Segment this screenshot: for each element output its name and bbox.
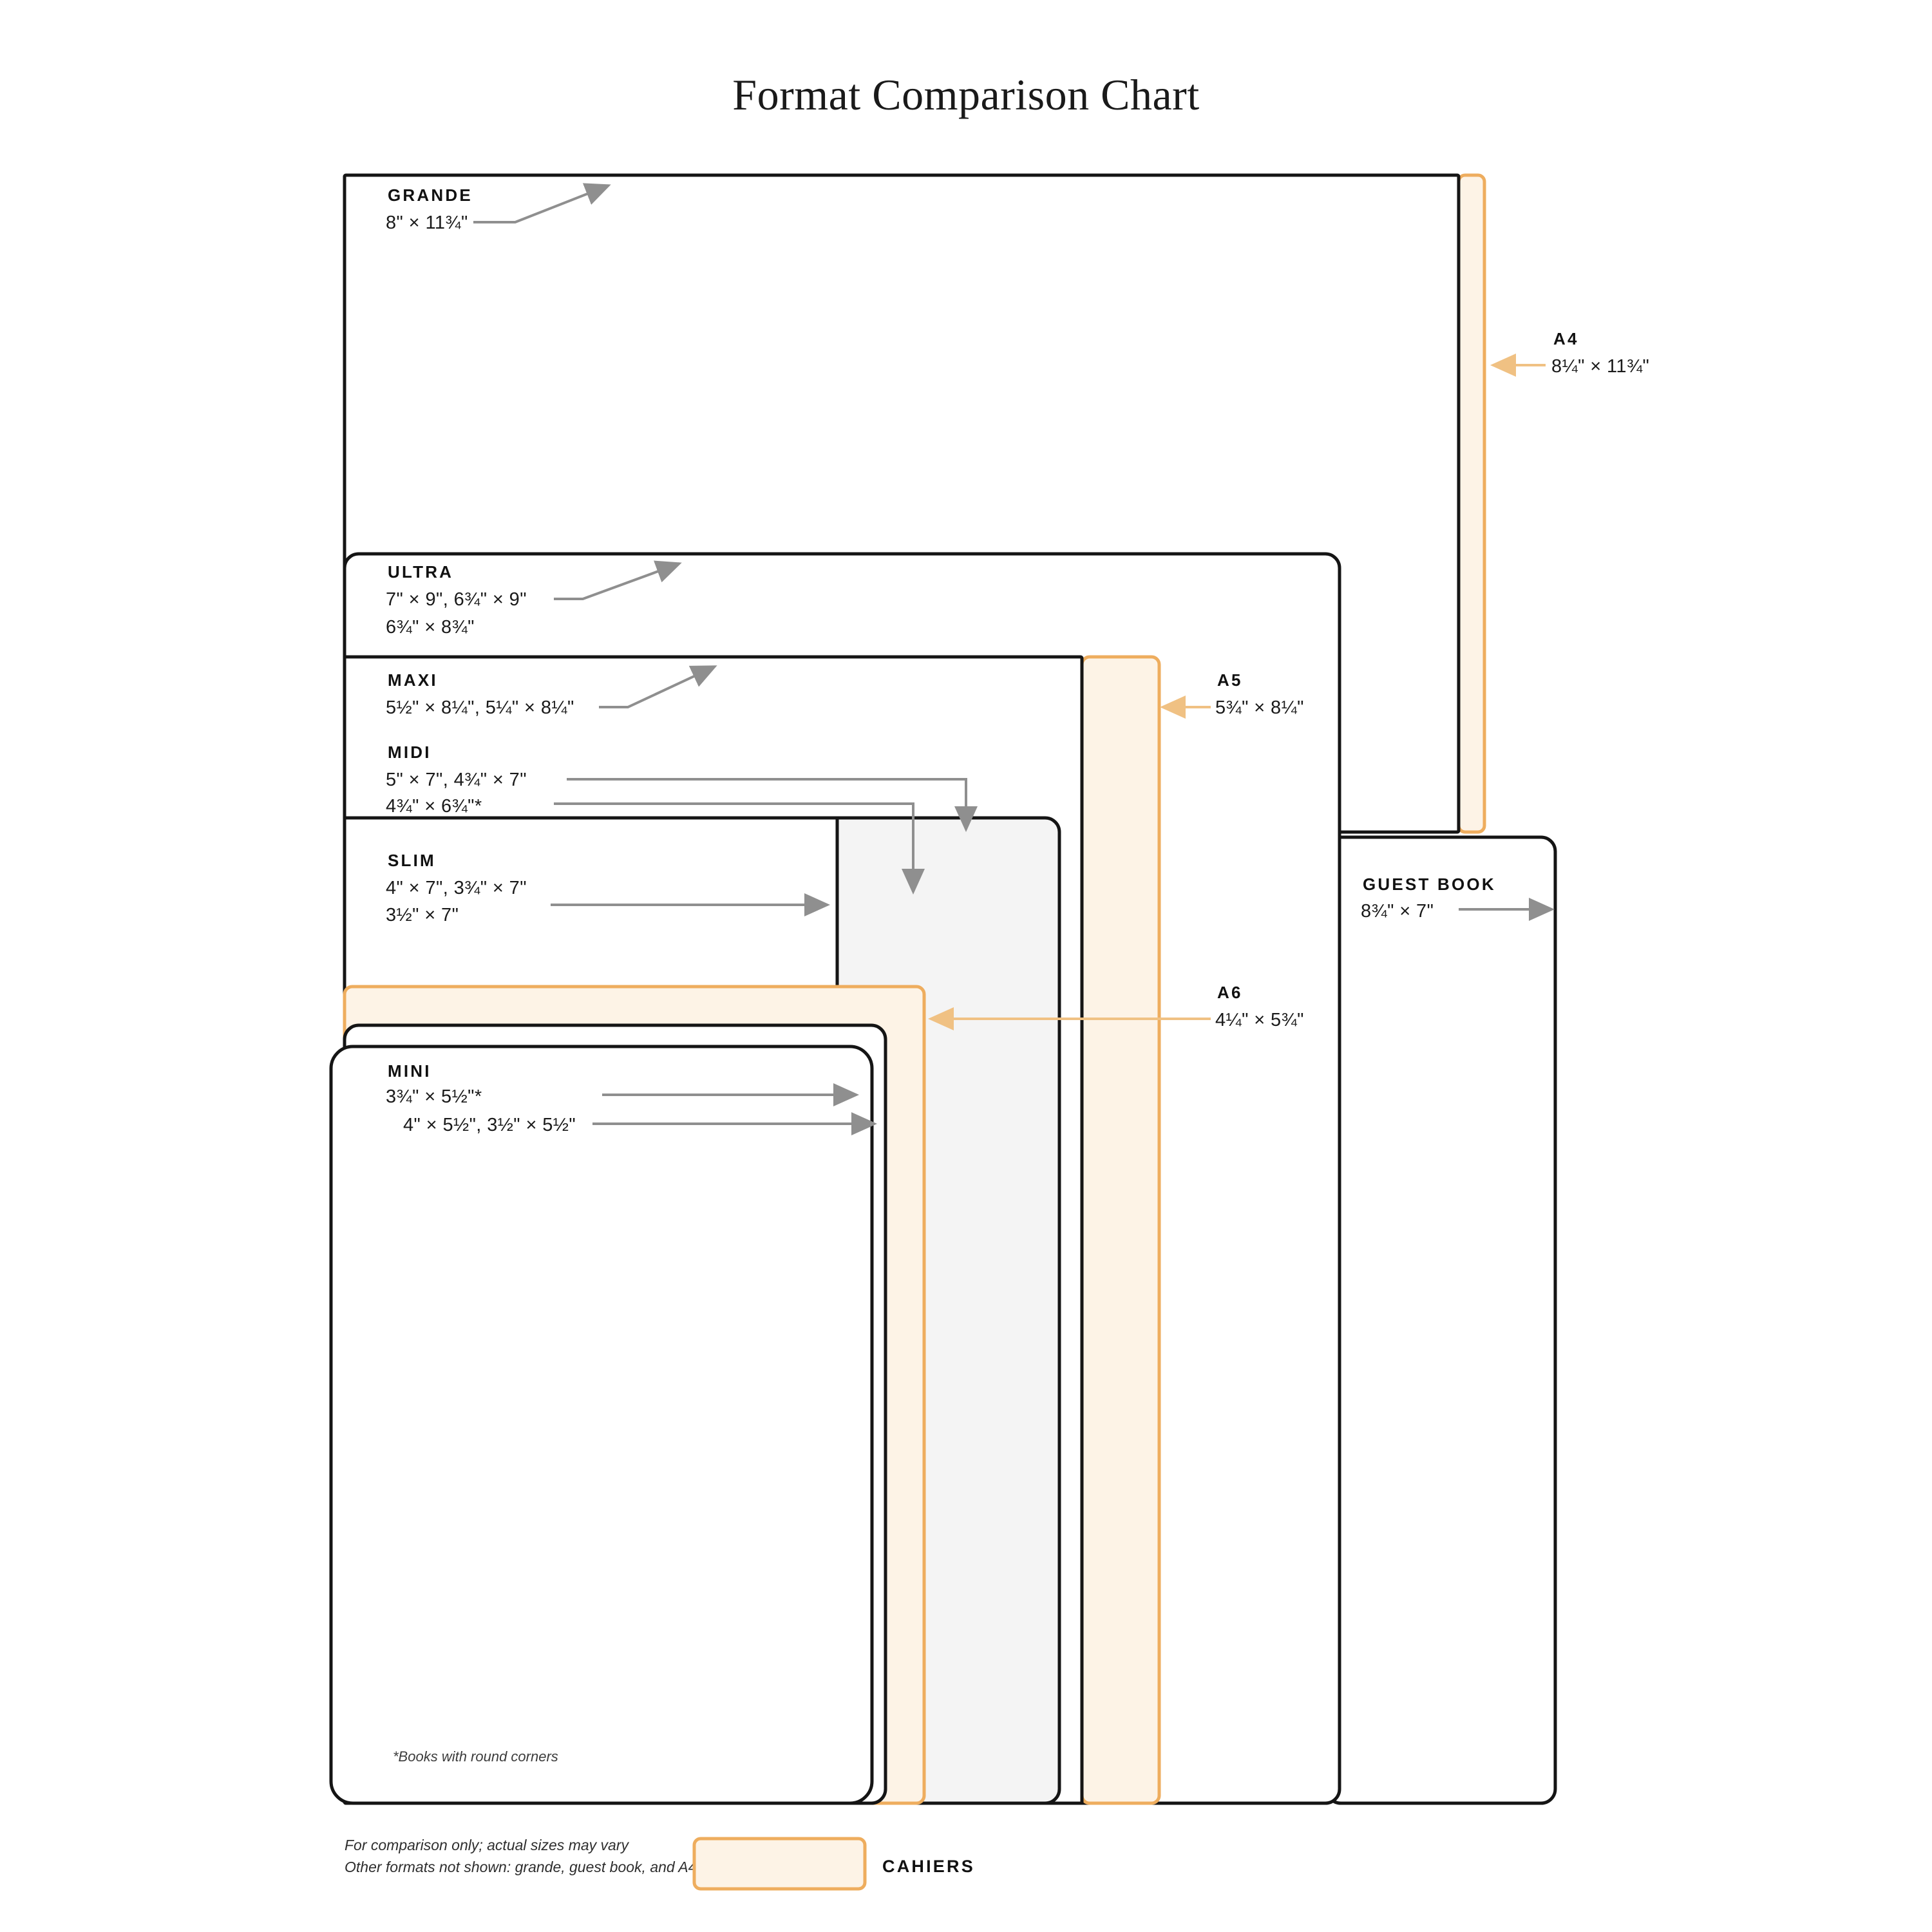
format-dims-a6-1: 4¼" × 5¾"	[1215, 1010, 1304, 1030]
format-name-slim: SLIM	[388, 851, 436, 870]
legend-cahiers-swatch	[692, 1837, 867, 1891]
legend-cahiers-label: CAHIERS	[882, 1857, 975, 1876]
format-dims-a4-1: 8¼" × 11¾"	[1551, 356, 1649, 377]
format-rect-mini[interactable]	[329, 1045, 874, 1805]
format-rect-a5[interactable]	[1080, 655, 1161, 1805]
format-name-midi: MIDI	[388, 743, 431, 762]
leader-maxi	[599, 665, 717, 708]
page-title: Format Comparison Chart	[732, 70, 1199, 119]
format-dims-midi-2: 4¾" × 6¾"*	[386, 796, 482, 817]
footer-line-2: Other formats not shown: grande, guest b…	[345, 1859, 696, 1875]
label-guest-book: GUEST BOOK 8¾" × 7"	[1361, 875, 1496, 922]
format-dims-slim-1: 4" × 7", 3¾" × 7"	[386, 878, 527, 898]
format-dims-slim-2: 3½" × 7"	[386, 905, 459, 925]
footer-line-1: For comparison only; actual sizes may va…	[345, 1837, 629, 1853]
label-mini: MINI 3¾" × 5½"* 4" × 5½", 3½" × 5½"	[386, 1061, 576, 1135]
format-rect-a4[interactable]	[1457, 173, 1486, 834]
format-dims-mini-2: 4" × 5½", 3½" × 5½"	[403, 1115, 576, 1135]
format-dims-mini-1: 3¾" × 5½"*	[386, 1086, 482, 1107]
label-a6: A6 4¼" × 5¾"	[1215, 983, 1304, 1030]
format-name-a4: A4	[1553, 329, 1579, 348]
leader-grande	[473, 183, 611, 223]
format-dims-midi-1: 5" × 7", 4¾" × 7"	[386, 770, 527, 790]
leader-midi-1	[567, 778, 978, 832]
format-name-guest-book: GUEST BOOK	[1363, 875, 1496, 894]
label-grande: GRANDE 8" × 11¾"	[386, 185, 473, 233]
format-name-maxi: MAXI	[388, 670, 438, 690]
leader-midi-2	[554, 802, 925, 895]
format-name-mini: MINI	[388, 1061, 431, 1081]
format-dims-ultra-2: 6¾" × 8¾"	[386, 617, 475, 638]
label-midi: MIDI 5" × 7", 4¾" × 7" 4¾" × 6¾"*	[386, 743, 527, 817]
round-corners-note: *Books with round corners	[393, 1748, 558, 1765]
label-a5: A5 5¾" × 8¼"	[1215, 670, 1304, 718]
label-ultra: ULTRA 7" × 9", 6¾" × 9" 6¾" × 8¾"	[386, 562, 527, 638]
format-dims-maxi-1: 5½" × 8¼", 5¼" × 8¼"	[386, 697, 574, 718]
format-name-ultra: ULTRA	[388, 562, 453, 582]
label-slim: SLIM 4" × 7", 3¾" × 7" 3½" × 7"	[386, 851, 527, 925]
format-dims-grande-1: 8" × 11¾"	[386, 213, 468, 233]
format-dims-a5-1: 5¾" × 8¼"	[1215, 697, 1304, 718]
label-a4: A4 8¼" × 11¾"	[1551, 329, 1649, 377]
format-dims-ultra-1: 7" × 9", 6¾" × 9"	[386, 589, 527, 610]
leader-ultra	[554, 560, 682, 600]
format-dims-guest-book-1: 8¾" × 7"	[1361, 901, 1434, 922]
format-rect-guest-book[interactable]	[1325, 835, 1557, 1805]
format-name-a6: A6	[1217, 983, 1243, 1002]
format-name-grande: GRANDE	[388, 185, 473, 205]
label-maxi: MAXI 5½" × 8¼", 5¼" × 8¼"	[386, 670, 574, 718]
format-name-a5: A5	[1217, 670, 1243, 690]
